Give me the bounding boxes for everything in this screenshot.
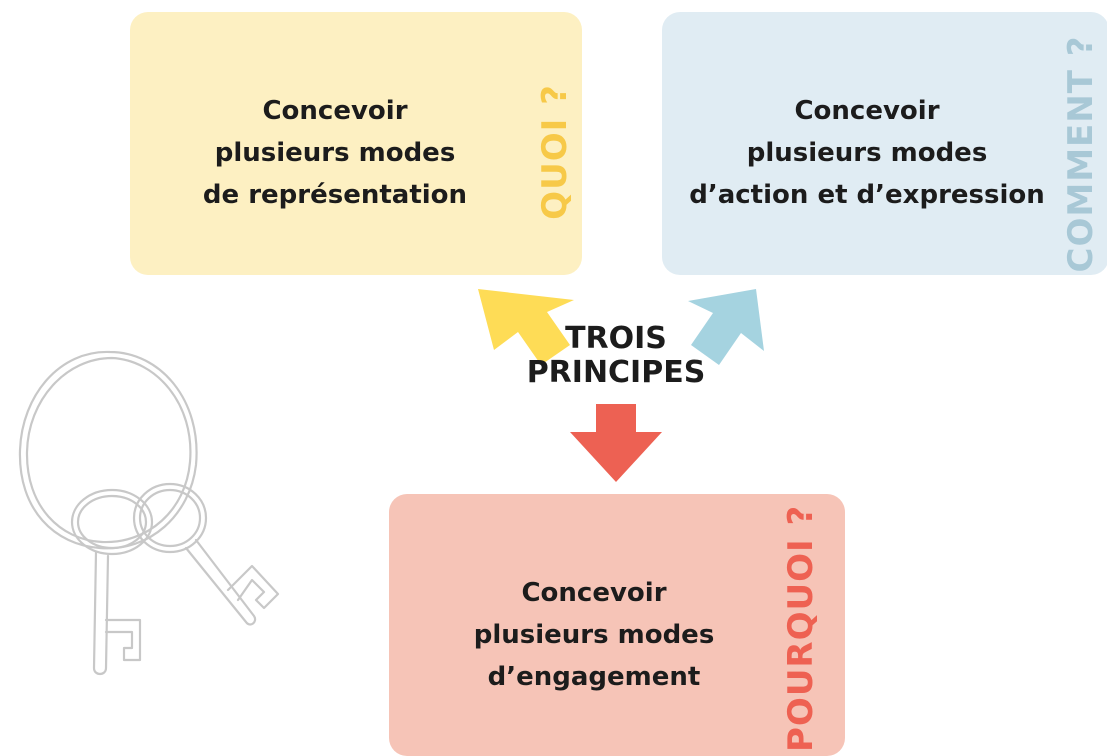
card-quoi-line1: Concevoir xyxy=(262,96,408,126)
card-comment: Concevoir plusieurs modes d’action et d’… xyxy=(662,12,1107,275)
card-comment-line2: plusieurs modes xyxy=(746,138,988,168)
arrow-up-left-icon xyxy=(478,289,574,365)
card-pourquoi-text: Concevoir plusieurs modes d’engagement xyxy=(434,572,754,698)
card-pourquoi: Concevoir plusieurs modes d’engagement P… xyxy=(389,494,845,756)
card-pourquoi-line1: Concevoir xyxy=(521,578,667,608)
card-comment-text: Concevoir plusieurs modes d’action et d’… xyxy=(677,90,1057,216)
arrow-down-icon xyxy=(570,404,662,482)
arrow-up-right-icon xyxy=(688,289,764,365)
card-quoi: Concevoir plusieurs modes de représentat… xyxy=(130,12,582,275)
card-comment-line1: Concevoir xyxy=(794,96,940,126)
card-pourquoi-line3: d’engagement xyxy=(487,662,701,692)
card-comment-line3: d’action et d’expression xyxy=(689,180,1045,210)
card-quoi-line3: de représentation xyxy=(202,180,468,210)
card-quoi-line2: plusieurs modes xyxy=(214,138,456,168)
card-pourquoi-line2: plusieurs modes xyxy=(473,620,715,650)
center-title: TROIS PRINCIPES xyxy=(500,322,732,390)
center-title-line1: TROIS xyxy=(565,321,667,356)
card-quoi-text: Concevoir plusieurs modes de représentat… xyxy=(170,90,500,216)
center-title-line2: PRINCIPES xyxy=(526,355,706,390)
